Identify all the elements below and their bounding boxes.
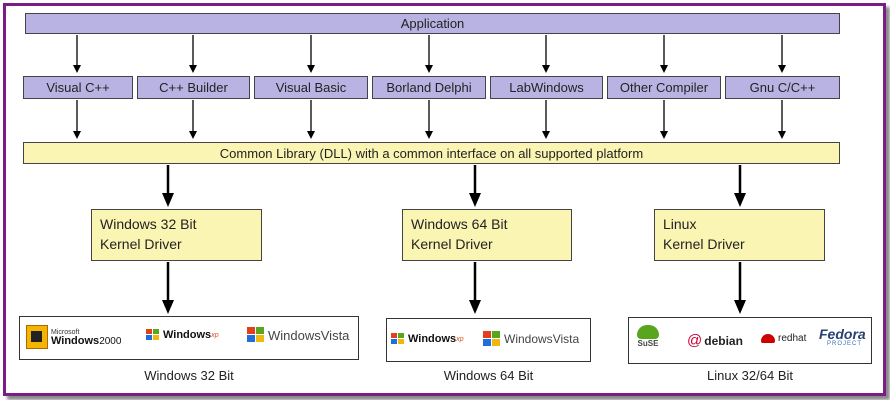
debian-swirl-icon: @ <box>687 332 703 349</box>
driver-subtitle: Kernel Driver <box>411 236 493 252</box>
compiler-borland-delphi: Borland Delphi <box>372 76 486 99</box>
os-box-windows-32: Microsoft Windows2000 Windows xp Windows… <box>19 316 359 360</box>
driver-title: Windows 64 Bit <box>411 216 508 232</box>
redhat-logo: redhat <box>761 333 806 344</box>
compiler-visual-basic: Visual Basic <box>254 76 368 99</box>
driver-windows-64: Windows 64 Bit Kernel Driver <box>402 209 572 261</box>
windows-2000-tag: Microsoft <box>51 329 80 336</box>
windows-vista-version: Vista <box>320 327 350 343</box>
os-caption-windows-64: Windows 64 Bit <box>443 368 534 383</box>
compiler-label: Borland Delphi <box>386 80 472 95</box>
suse-chameleon-icon <box>637 325 659 339</box>
driver-title: Windows 32 Bit <box>100 216 197 232</box>
windows-2000-brand: Windows <box>51 335 100 347</box>
windows-vista-logo: Windows Vista <box>247 327 349 343</box>
compiler-other: Other Compiler <box>607 76 721 99</box>
windows-xp-brand: Windows <box>163 329 212 341</box>
windows-flag-icon <box>146 329 160 341</box>
driver-subtitle: Kernel Driver <box>100 236 182 252</box>
compiler-gnu: Gnu C/C++ <box>725 76 840 99</box>
windows-xp-brand: Windows <box>408 333 457 345</box>
redhat-hat-icon <box>761 334 775 343</box>
compiler-label: C++ Builder <box>159 80 228 95</box>
windows-2000-box-icon <box>26 325 48 349</box>
driver-windows-32: Windows 32 Bit Kernel Driver <box>91 209 262 261</box>
common-library-bar: Common Library (DLL) with a common inter… <box>23 142 840 164</box>
windows-vista-orb-icon <box>483 331 501 347</box>
driver-linux: Linux Kernel Driver <box>654 209 825 261</box>
windows-flag-icon <box>391 333 405 345</box>
windows-xp-logo: Windows xp <box>146 329 219 341</box>
fedora-logo: Fedora PROJECT <box>819 327 866 347</box>
windows-xp-version: xp <box>456 335 464 343</box>
compiler-label: Gnu C/C++ <box>749 80 816 95</box>
common-library-label: Common Library (DLL) with a common inter… <box>219 145 644 161</box>
windows-xp-version: xp <box>211 331 219 339</box>
suse-logo: SuSE <box>637 325 659 348</box>
driver-title: Linux <box>663 216 697 232</box>
compiler-label: Visual C++ <box>46 80 110 95</box>
debian-label: debian <box>704 333 743 348</box>
compiler-labwindows: LabWindows <box>490 76 603 99</box>
suse-label: SuSE <box>637 339 659 348</box>
os-box-windows-64: Windows xp Windows Vista <box>386 318 591 362</box>
fedora-label: Fedora <box>819 326 866 342</box>
windows-vista-logo: Windows Vista <box>483 331 579 347</box>
windows-xp-logo: Windows xp <box>391 333 464 345</box>
compiler-visual-cpp: Visual C++ <box>23 76 133 99</box>
windows-vista-version: Vista <box>552 332 580 346</box>
windows-2000-logo: Microsoft Windows2000 <box>26 325 121 349</box>
compiler-label: LabWindows <box>509 80 584 95</box>
os-box-linux: SuSE @ debian redhat Fedora PROJECT <box>628 317 872 364</box>
os-caption-windows-32: Windows 32 Bit <box>144 368 234 383</box>
compiler-label: Visual Basic <box>275 80 347 95</box>
driver-subtitle: Kernel Driver <box>663 236 745 252</box>
windows-2000-version: 2000 <box>99 336 122 347</box>
windows-vista-orb-icon <box>247 327 265 343</box>
windows-vista-brand: Windows <box>504 332 553 346</box>
fedora-tag: PROJECT <box>827 341 863 347</box>
compiler-cpp-builder: C++ Builder <box>137 76 250 99</box>
os-caption-linux: Linux 32/64 Bit <box>706 368 793 383</box>
windows-vista-brand: Windows <box>268 327 321 343</box>
debian-logo: @ debian <box>687 332 743 349</box>
redhat-label: redhat <box>778 333 807 344</box>
application-bar: Application <box>25 13 840 34</box>
compiler-label: Other Compiler <box>619 80 709 95</box>
application-label: Application <box>400 16 465 31</box>
